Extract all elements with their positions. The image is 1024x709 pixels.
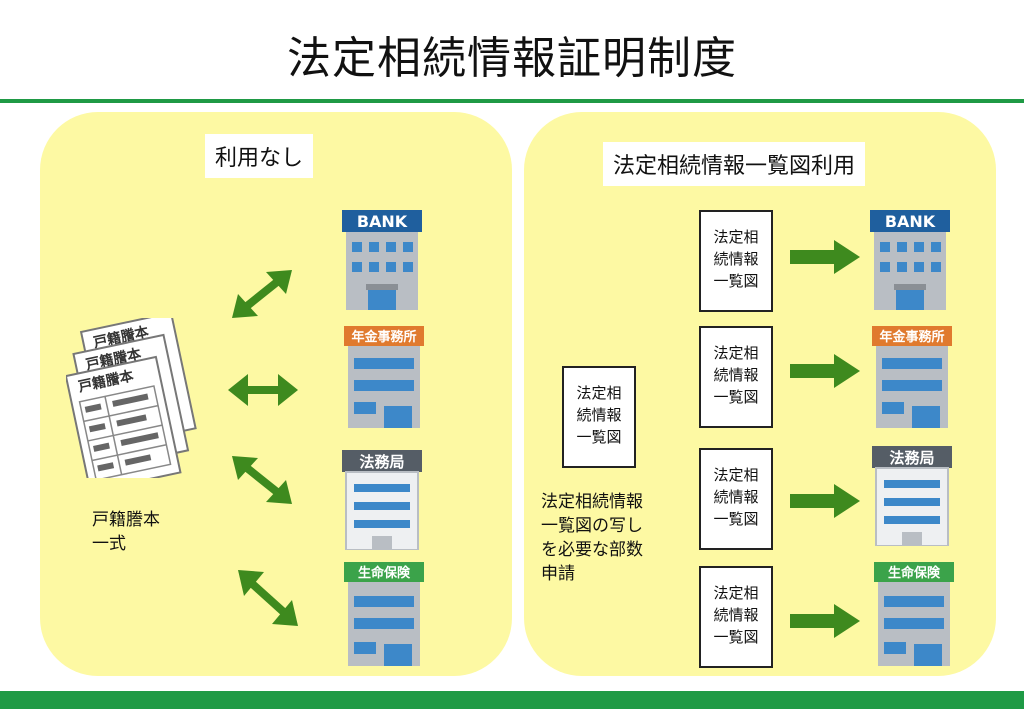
- right-arrow-icon: [790, 484, 860, 518]
- request-caption: 法定相続情報 一覧図の写し を必要な部数 申請: [541, 492, 643, 584]
- inheritance-chart-document: 法定相続情報一覧図: [699, 566, 773, 668]
- inheritance-chart-document: 法定相続情報一覧図: [699, 210, 773, 312]
- documents-caption: 戸籍謄本 一式: [92, 510, 160, 554]
- inheritance-chart-document: 法定相続情報一覧図: [699, 326, 773, 428]
- legal-affairs-bureau-building-icon: 法務局: [342, 450, 422, 550]
- right-panel-heading: 法定相続情報一覧図利用: [603, 142, 866, 186]
- svg-text:BANK: BANK: [357, 212, 408, 231]
- koseki-documents-icon: 戸籍謄本 戸籍謄本 戸籍謄本: [66, 318, 197, 478]
- right-arrow-icon: [790, 604, 860, 638]
- svg-text:生命保険: 生命保険: [358, 565, 411, 581]
- svg-text:年金事務所: 年金事務所: [879, 329, 944, 345]
- double-arrow-icon: [228, 374, 298, 406]
- life-insurance-building-icon: 生命保険: [344, 562, 424, 666]
- double-arrow-icon: [232, 270, 292, 318]
- double-arrow-icon: [232, 456, 292, 504]
- svg-text:BANK: BANK: [885, 212, 936, 231]
- right-arrow-icon: [790, 354, 860, 388]
- svg-text:法務局: 法務局: [359, 453, 404, 471]
- legal-affairs-bureau-building-icon: 法務局: [872, 446, 952, 546]
- pension-office-building-icon: 年金事務所: [344, 326, 424, 428]
- request-document: 法定相続情報一覧図: [562, 366, 636, 468]
- life-insurance-building-icon: 生命保険: [874, 562, 954, 666]
- right-arrow-icon: [790, 240, 860, 274]
- inheritance-chart-document: 法定相続情報一覧図: [699, 448, 773, 550]
- svg-text:法務局: 法務局: [889, 449, 934, 467]
- left-panel-heading: 利用なし: [205, 134, 314, 178]
- bank-building-icon: BANK: [342, 210, 422, 310]
- double-arrow-icon: [238, 570, 298, 626]
- page-title: 法定相続情報証明制度: [287, 33, 737, 84]
- footer-bar: [0, 691, 1024, 709]
- title-underline: [0, 99, 1024, 103]
- pension-office-building-icon: 年金事務所: [872, 326, 952, 428]
- svg-text:生命保険: 生命保険: [888, 565, 941, 581]
- bank-building-icon: BANK: [870, 210, 950, 310]
- svg-text:年金事務所: 年金事務所: [351, 329, 416, 345]
